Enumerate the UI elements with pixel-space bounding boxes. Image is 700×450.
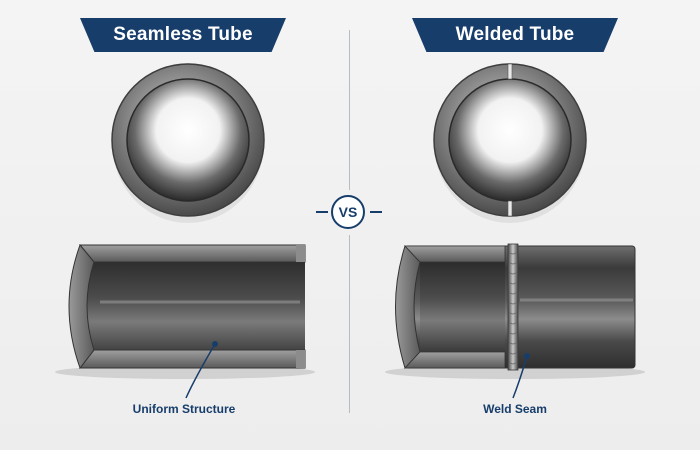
divider-bottom [349, 235, 350, 413]
welded-title-banner: Welded Tube [412, 18, 618, 52]
vs-tick-left [316, 211, 328, 213]
seamless-ring [111, 63, 265, 223]
callout-right [512, 353, 530, 399]
vs-badge: VS [331, 195, 365, 229]
welded-ring [433, 63, 587, 223]
divider-top [349, 30, 350, 190]
weld-mark-bottom [507, 200, 513, 217]
seamless-title-banner: Seamless Tube [80, 18, 286, 52]
uniform-structure-label: Uniform Structure [132, 402, 236, 416]
weld-seam [507, 243, 519, 371]
weld-seam-label: Weld Seam [483, 402, 547, 416]
welded-tube [385, 243, 645, 379]
callout-left [185, 341, 218, 399]
weld-mark-top [507, 63, 513, 80]
seamless-tube [55, 244, 315, 379]
vs-tick-right [370, 211, 382, 213]
